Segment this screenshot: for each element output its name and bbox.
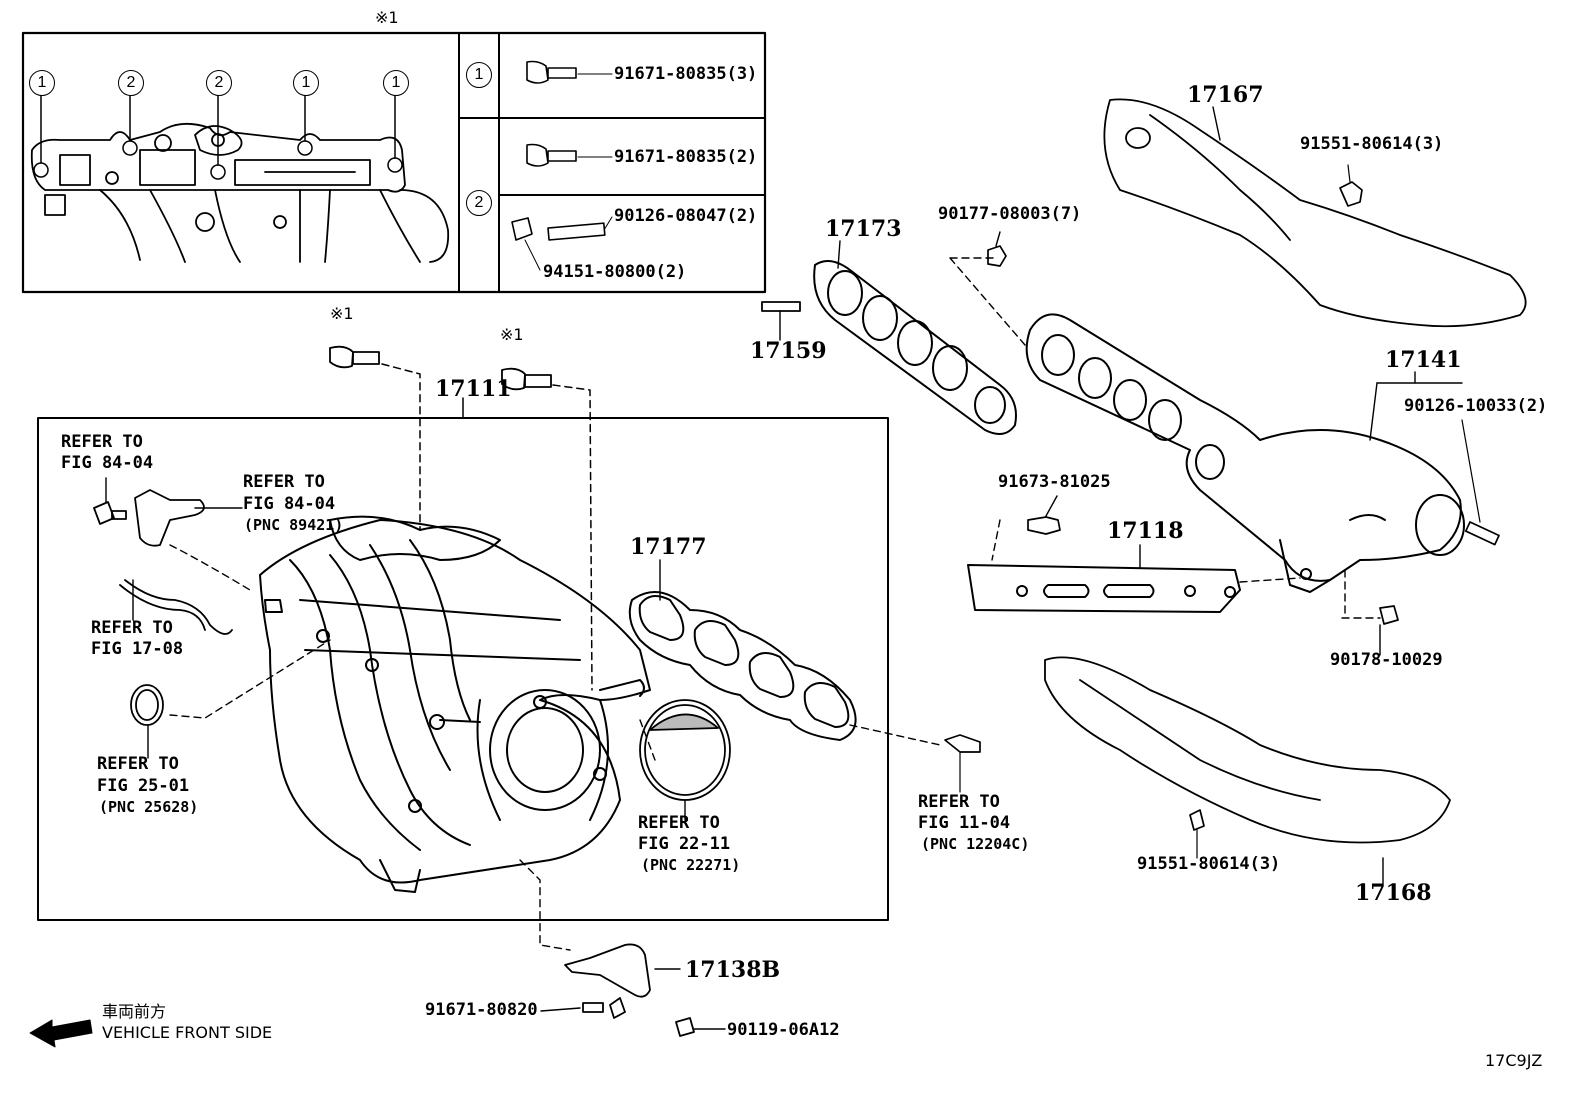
inset-callout-4: 1: [293, 70, 319, 96]
inset-frame: [21, 31, 767, 294]
part-17167: 17167: [1187, 82, 1264, 108]
inset-row-2-symbol: 2: [466, 190, 492, 216]
refer-pnc: (PNC 12204C): [921, 835, 1030, 853]
refer-line-1: REFER TO: [61, 432, 143, 452]
part-17138B: 17138B: [685, 957, 781, 983]
exhaust-manifold-17141: [1025, 313, 1465, 593]
solid-leaders: [105, 106, 1463, 1030]
part-90177-08003: 90177-08003(7): [938, 204, 1082, 224]
refer-pnc: (PNC 25628): [99, 798, 199, 816]
mark-bolt-1: ※1: [330, 304, 354, 323]
dashed-leaders: [169, 519, 1301, 951]
refer-line-2: FIG 17-08: [91, 639, 184, 659]
inset-row-1-symbol: 1: [466, 62, 492, 88]
part-90119-06A12: 90119-06A12: [727, 1020, 840, 1040]
exhaust-gasket-17173: [813, 260, 1017, 435]
mark-bolt-2: ※1: [500, 325, 524, 344]
part-91673-81025: 91673-81025: [998, 472, 1111, 492]
diagram-code: 17C9JZ: [1485, 1051, 1543, 1070]
part-91551-80614-top: 91551-80614(3): [1300, 134, 1444, 154]
part-17173: 17173: [825, 216, 902, 242]
refer-line-1: REFER TO: [918, 792, 1000, 812]
front-arrow-icon: [29, 1019, 93, 1048]
stud-17159: [761, 301, 801, 341]
inset-callout-leaders: [33, 94, 403, 180]
inset-bolts: [511, 60, 613, 271]
part-17168: 17168: [1355, 880, 1432, 906]
part-17159: 17159: [750, 338, 827, 364]
inset-part-91671-80835-2: 91671-80835(2): [614, 147, 758, 167]
part-91671-80820: 91671-80820: [425, 1000, 538, 1020]
inset-note-mark: ※1: [375, 8, 399, 27]
main-assembly-box: [37, 397, 889, 921]
inset-callout-2: 2: [118, 70, 144, 96]
inset-callout-1: 1: [29, 70, 55, 96]
top-bolts: [329, 345, 593, 691]
inset-part-91671-80835-3: 91671-80835(3): [614, 64, 758, 84]
manifold-gasket-17177: [628, 591, 857, 741]
refer-line-2: FIG 84-04: [61, 453, 154, 473]
refer-line-2: FIG 22-11: [638, 834, 731, 854]
intake-manifold: [259, 515, 651, 893]
refer-pnc: (PNC 89421): [244, 516, 344, 534]
throttle-gasket: [639, 699, 731, 801]
front-side-en: VEHICLE FRONT SIDE: [102, 1023, 273, 1042]
heat-insulator-17168: [1044, 656, 1451, 844]
part-91551-80614-bottom: 91551-80614(3): [1137, 854, 1281, 874]
refer-line-1: REFER TO: [243, 472, 325, 492]
front-side-jp: 車両前方: [102, 1002, 167, 1021]
part-17177: 17177: [630, 534, 707, 560]
refer-pnc: (PNC 22271): [641, 856, 741, 874]
refer-line-1: REFER TO: [97, 754, 179, 774]
small-parts-left: [93, 489, 233, 726]
part-17141: 17141: [1385, 347, 1462, 373]
part-90178-10029: 90178-10029: [1330, 650, 1443, 670]
refer-line-2: FIG 25-01: [97, 776, 190, 796]
bracket-17138B: [564, 943, 695, 1037]
inset-part-90126-08047: 90126-08047(2): [614, 206, 758, 226]
stay-17118: [967, 564, 1241, 613]
inset-manifold-sketch: [30, 122, 450, 263]
refer-line-2: FIG 11-04: [918, 813, 1011, 833]
part-17118: 17118: [1107, 518, 1184, 544]
fasteners-right: [944, 164, 1500, 859]
heat-insulator-17167: [1103, 98, 1527, 328]
part-90126-10033: 90126-10033(2): [1404, 396, 1548, 416]
refer-line-1: REFER TO: [638, 813, 720, 833]
refer-line-1: REFER TO: [91, 618, 173, 638]
inset-callout-3: 2: [206, 70, 232, 96]
inset-part-94151-80800: 94151-80800(2): [543, 262, 687, 282]
part-17111: 17111: [435, 376, 512, 402]
inset-callout-5: 1: [383, 70, 409, 96]
refer-line-2: FIG 84-04: [243, 494, 336, 514]
